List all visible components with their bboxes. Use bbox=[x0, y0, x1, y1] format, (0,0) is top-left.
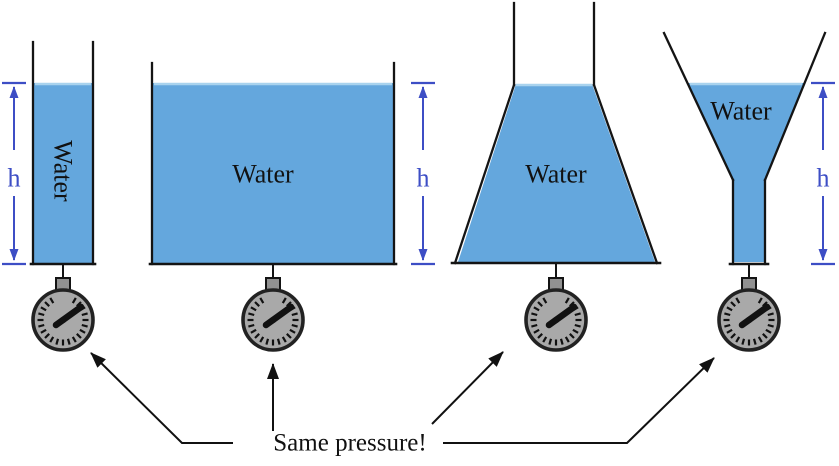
arrow-to-gauge-4 bbox=[443, 357, 715, 444]
pressure-gauge-3 bbox=[526, 264, 586, 350]
height-dimension-middle bbox=[411, 83, 435, 264]
water-label: Water bbox=[525, 160, 587, 189]
water-fill bbox=[688, 83, 804, 262]
pressure-gauge-2 bbox=[243, 264, 303, 350]
pressure-gauge-1 bbox=[33, 264, 93, 350]
vessel-funnel: Water bbox=[662, 31, 827, 266]
water-fill bbox=[458, 84, 655, 262]
vessel-wide-tank: Water bbox=[148, 61, 398, 266]
same-pressure-label: Same pressure! bbox=[273, 430, 426, 457]
pressure-gauge-4 bbox=[719, 264, 779, 350]
height-dimension-left bbox=[2, 83, 26, 264]
water-label: Water bbox=[49, 140, 78, 202]
height-dimension-right bbox=[811, 83, 835, 264]
water-fill bbox=[34, 83, 92, 264]
arrow-to-gauge-1 bbox=[90, 352, 233, 444]
water-fill bbox=[153, 83, 393, 264]
arrow-to-gauge-3 bbox=[431, 351, 504, 425]
water-label: Water bbox=[232, 160, 294, 189]
vessel-conical-flask: Water bbox=[450, 1, 662, 265]
vessel-narrow-cylinder: Water bbox=[29, 40, 97, 266]
water-label: Water bbox=[710, 97, 772, 126]
